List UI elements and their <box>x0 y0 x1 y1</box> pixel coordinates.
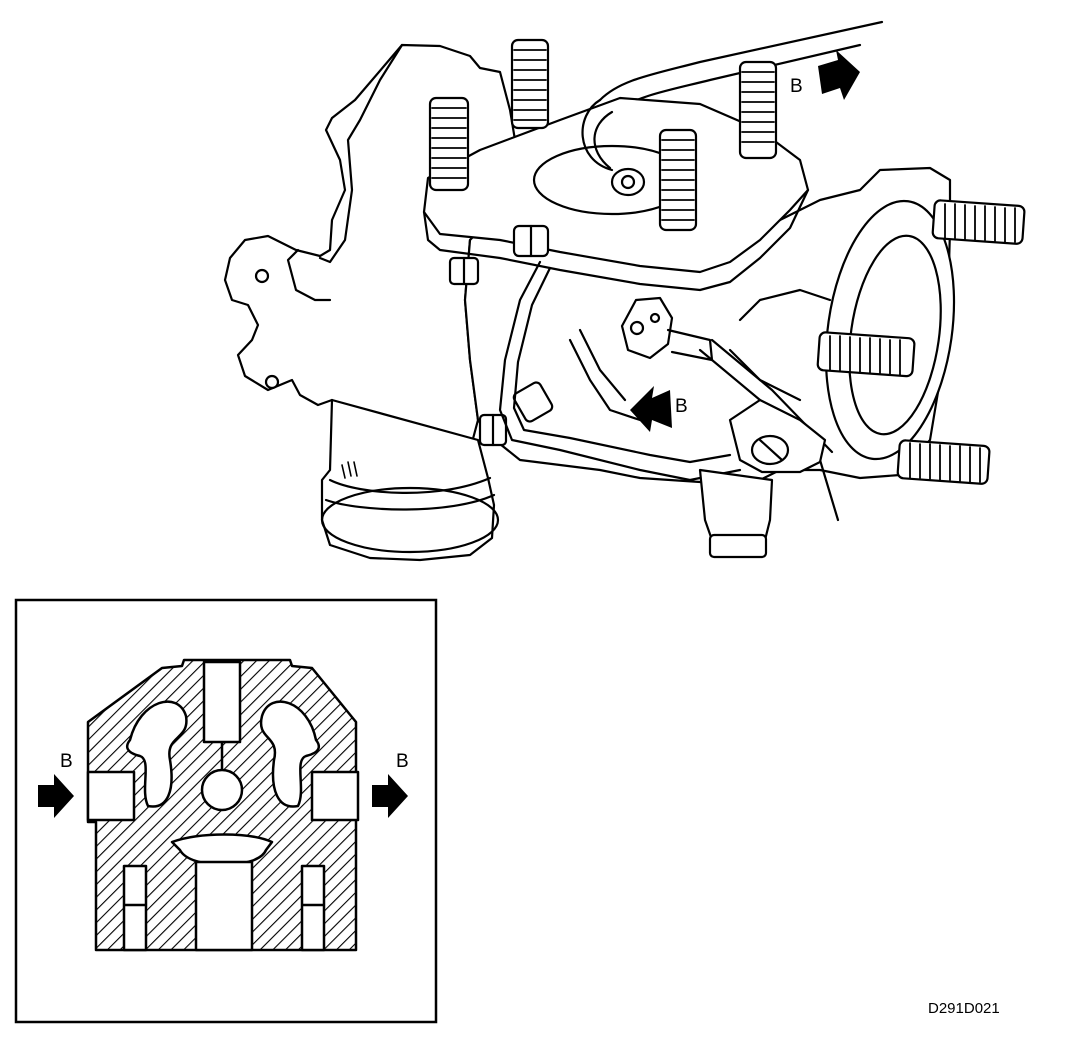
coolant-pipe <box>498 260 742 482</box>
port-left <box>86 770 136 822</box>
housing-detail <box>568 288 832 422</box>
bore-left <box>122 864 148 952</box>
stud <box>510 38 550 130</box>
cavity-left <box>125 700 188 808</box>
bolt <box>512 224 550 258</box>
turbocharger-illustration <box>223 20 1026 562</box>
oil-passage <box>200 768 244 812</box>
flow-arrow-icon <box>372 774 408 818</box>
drain-nut <box>708 533 768 559</box>
oil-inlet-flange <box>620 296 714 362</box>
turbine-housing-seam <box>286 43 404 302</box>
tick-marks <box>341 461 358 479</box>
bore-right <box>300 864 326 952</box>
bracket-hole <box>264 374 280 390</box>
stud <box>428 96 470 192</box>
callout-b-top: B <box>790 76 803 97</box>
stud <box>931 199 1026 245</box>
cavity-right <box>259 700 321 808</box>
stud <box>896 439 991 485</box>
port-top <box>202 660 242 744</box>
center-bore <box>194 860 254 952</box>
callout-b-inset-right: B <box>396 751 409 772</box>
flow-arrow-icon <box>818 50 860 100</box>
callout-b-inset-left: B <box>60 751 73 772</box>
actuator-bracket <box>728 398 827 474</box>
compressor-bore <box>848 234 942 436</box>
bolt <box>478 413 508 447</box>
outlet-band <box>324 476 496 511</box>
callout-b-mid: B <box>675 396 688 417</box>
bolt <box>512 381 554 423</box>
oil-pipe-loop <box>581 98 614 172</box>
outlet-flange <box>320 486 500 554</box>
oil-banjo-hole <box>620 174 636 190</box>
top-flange-edge <box>422 188 810 292</box>
port-right <box>310 770 360 822</box>
figure-code: D291D021 <box>928 1000 1000 1017</box>
flow-arrow-icon <box>630 386 672 432</box>
stud <box>738 60 778 160</box>
bracket-hole <box>254 268 270 284</box>
stud <box>658 128 698 232</box>
section-view <box>86 658 360 952</box>
bolt <box>448 256 480 286</box>
stud <box>816 331 916 378</box>
flow-arrow-icon <box>38 774 74 818</box>
